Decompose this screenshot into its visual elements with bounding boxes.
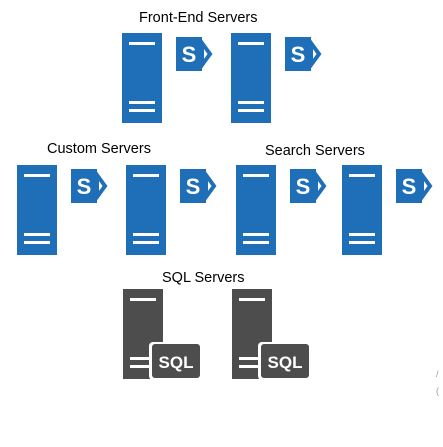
- search-server-2: S: [342, 165, 437, 255]
- custom-servers-label: Custom Servers: [47, 141, 151, 157]
- sql-server-1: SQL: [123, 289, 205, 381]
- search-servers-label: Search Servers: [265, 143, 365, 159]
- sharepoint-letter: S: [77, 174, 92, 199]
- margin-mark-1: /: [436, 369, 439, 379]
- server-tower-icon: [342, 165, 382, 255]
- front-end-server-1: S: [122, 33, 217, 123]
- sharepoint-icon: S: [285, 36, 322, 72]
- sharepoint-letter: S: [402, 174, 417, 199]
- sharepoint-icon: S: [180, 168, 217, 204]
- server-tower-icon: [122, 33, 162, 123]
- front-end-server-2: S: [231, 33, 326, 123]
- sql-server-2: SQL: [232, 289, 314, 381]
- sql-label: SQL: [268, 353, 303, 372]
- sql-label: SQL: [159, 353, 194, 372]
- sql-icon: SQL: [152, 344, 200, 378]
- margin-mark-2: (: [436, 386, 439, 396]
- sharepoint-icon: S: [396, 168, 433, 204]
- search-server-1: S: [236, 165, 331, 255]
- server-tower-icon: [17, 165, 57, 255]
- sql-servers-label: SQL Servers: [162, 270, 245, 286]
- front-end-servers-label: Front-End Servers: [139, 10, 258, 26]
- sharepoint-letter: S: [186, 174, 201, 199]
- server-tower-icon: [231, 33, 271, 123]
- sharepoint-letter: S: [182, 42, 197, 67]
- sharepoint-letter: S: [296, 174, 311, 199]
- server-tower-icon: [126, 165, 166, 255]
- sharepoint-icon: S: [290, 168, 327, 204]
- sql-icon: SQL: [261, 344, 309, 378]
- sharepoint-letter: S: [291, 42, 306, 67]
- sharepoint-icon: S: [176, 36, 213, 72]
- server-tower-icon: [236, 165, 276, 255]
- sharepoint-icon: S: [71, 168, 108, 204]
- custom-server-2: S: [126, 165, 221, 255]
- custom-server-1: S: [17, 165, 112, 255]
